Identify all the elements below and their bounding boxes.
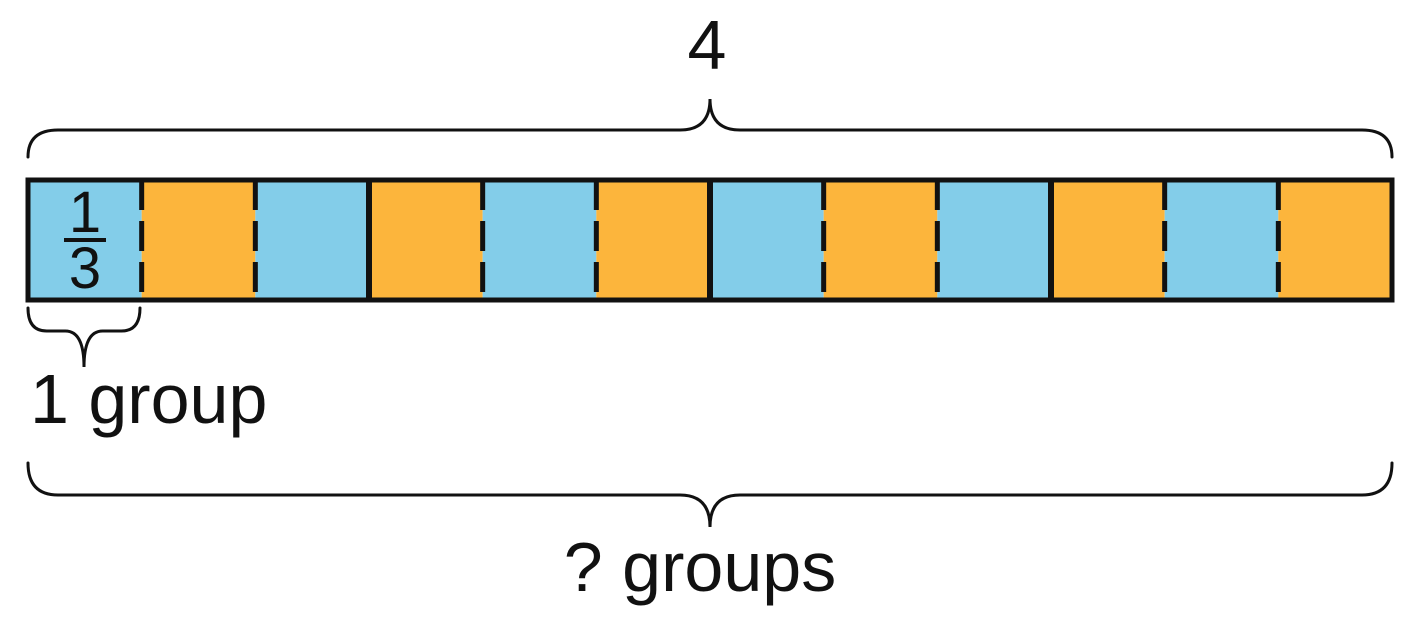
bar-segment bbox=[1164, 180, 1279, 300]
bar-segment bbox=[596, 180, 710, 300]
bar-segment bbox=[255, 180, 369, 300]
bar-segment bbox=[1278, 180, 1392, 300]
fraction-denominator: 3 bbox=[68, 236, 102, 301]
bar-segment bbox=[823, 180, 938, 300]
bar-segment bbox=[482, 180, 597, 300]
bar-segment bbox=[937, 180, 1051, 300]
question-groups-brace bbox=[26, 461, 1394, 528]
fraction-numerator: 1 bbox=[63, 184, 107, 242]
bar-border bbox=[25, 177, 1395, 303]
one-group-label: 1 group bbox=[30, 360, 268, 438]
bar-segment bbox=[1051, 180, 1165, 300]
one-group-brace bbox=[26, 306, 142, 368]
question-groups-label: ? groups bbox=[563, 528, 837, 606]
bar-segment bbox=[141, 180, 256, 300]
top-brace bbox=[26, 98, 1394, 159]
bar-segment bbox=[369, 180, 483, 300]
unit-fraction-label: 1 3 bbox=[37, 184, 133, 301]
total-label: 4 bbox=[687, 6, 727, 84]
bar-segment bbox=[710, 180, 824, 300]
